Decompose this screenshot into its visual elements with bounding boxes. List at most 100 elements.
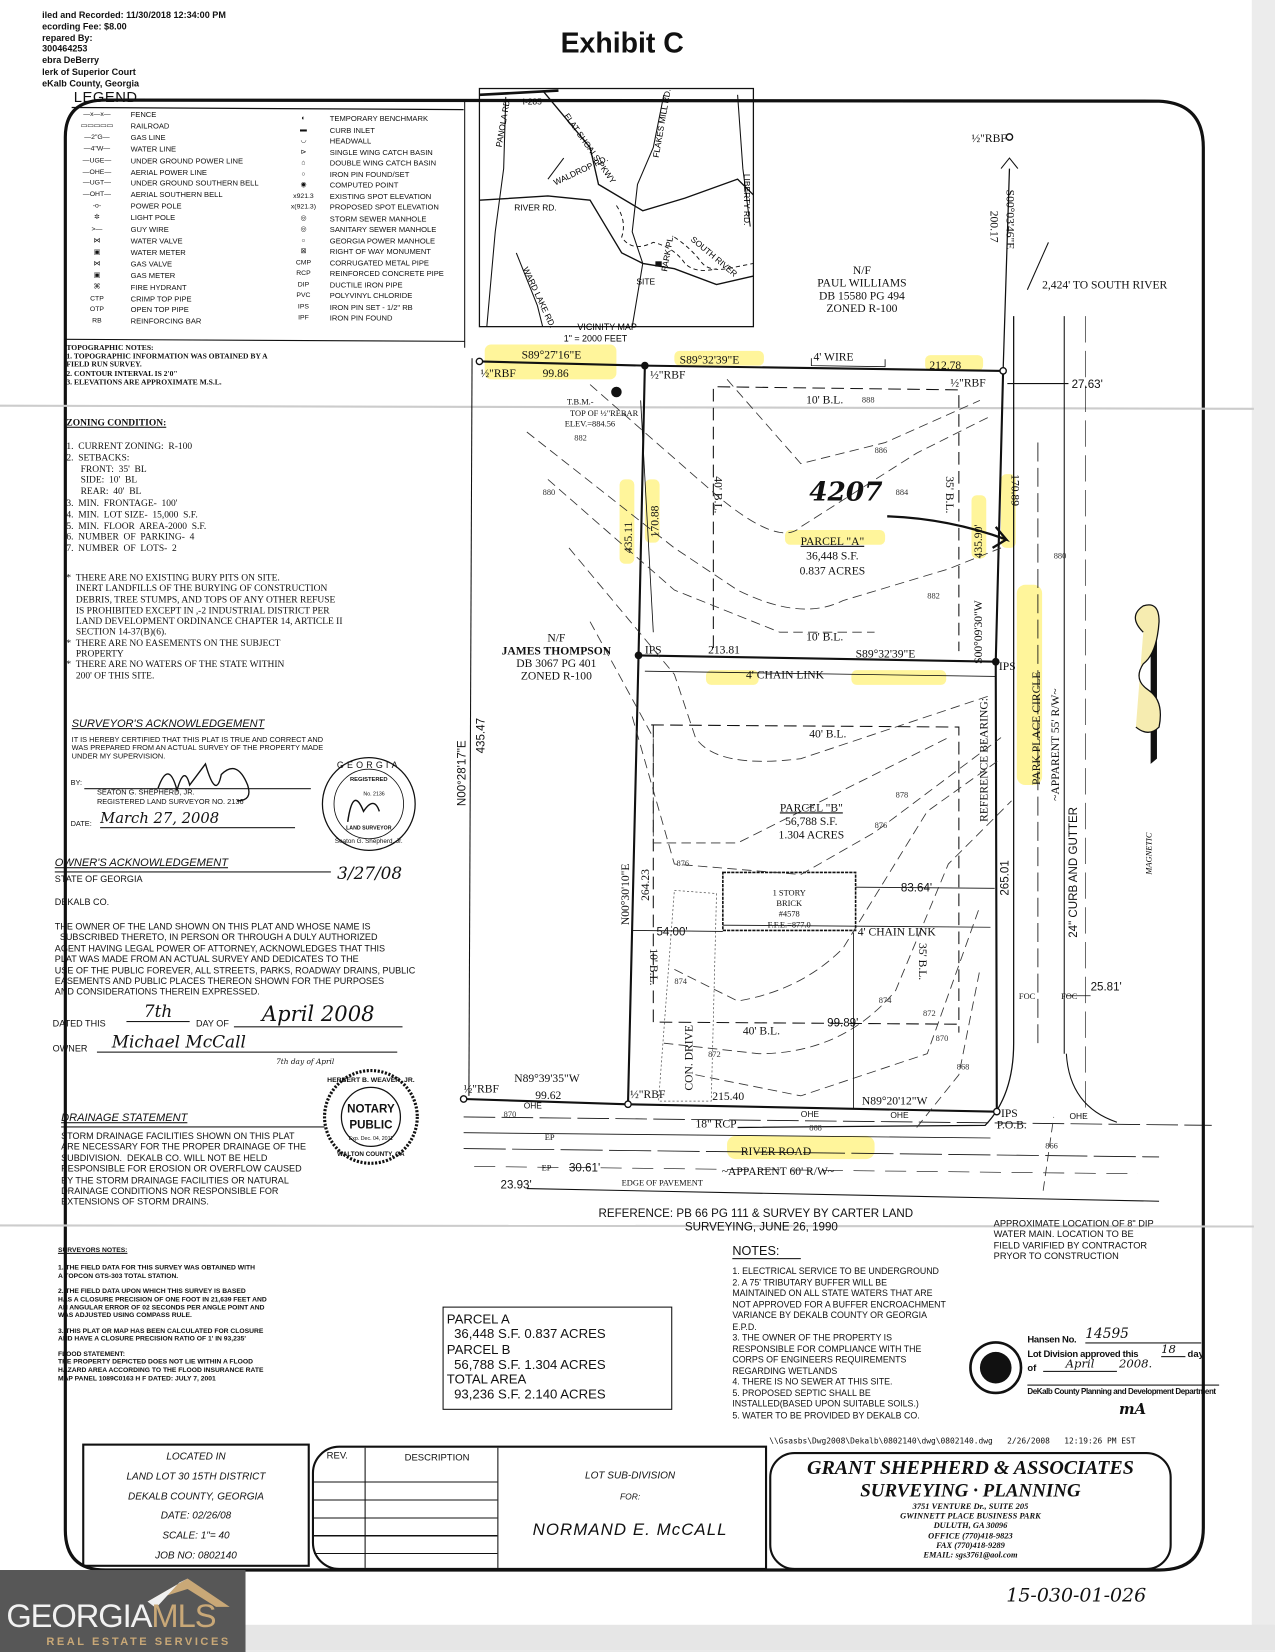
text-line: GWINNETT PLACE BUSINESS PARK	[900, 1511, 1041, 1521]
text-line: 2. THE FIELD DATA UPON WHICH THIS SURVEY…	[57, 1287, 246, 1295]
plat-label: 882	[927, 591, 940, 601]
legend-symbol-icon: ▬	[300, 125, 307, 134]
plat-label: 23.93'	[501, 1180, 532, 1192]
surveyors-notes: 1. THE FIELD DATA FOR THIS SURVEY WAS OB…	[58, 1264, 267, 1383]
text-line: DEKALB COUNTY, GEORGIA	[128, 1490, 264, 1503]
plat-label: S89°32'39"E	[680, 354, 740, 367]
approval-year: 2008.	[1119, 1357, 1153, 1371]
text-line: E.P.D.	[732, 1320, 757, 1332]
plat-label: TOP OF ½"REBAR	[570, 408, 639, 418]
text-line: CORPS OF ENGINEERS REQUIREMENTS	[732, 1354, 907, 1365]
plat-label: 40' B.L.	[809, 728, 846, 741]
owner-signature: Michael McCall	[96, 1032, 398, 1053]
legend-item-label: EXISTING SPOT ELEVATION	[329, 191, 432, 201]
legend-symbol-icon: ◐	[301, 114, 306, 123]
text-line: TOTAL AREA	[446, 1372, 527, 1387]
text-line: 7. NUMBER OF LOTS- 2	[66, 542, 177, 554]
legend-item-label: IRON PIN FOUND/SET	[329, 169, 410, 179]
river-road	[463, 1116, 1212, 1202]
svg-text:HERBERT B. WEAVER, JR.: HERBERT B. WEAVER, JR.	[327, 1077, 415, 1084]
legend-item-label: IRON PIN SET - 1/2" RB	[329, 301, 413, 312]
sheet-border	[63, 98, 1205, 1572]
plat-label: 872	[923, 1008, 936, 1018]
legend-item-label: SINGLE WING CATCH BASIN	[329, 146, 433, 157]
plat-labels: ½"RBF S00°03'46"E 200.17 2,424' TO SOUTH…	[457, 132, 1168, 1233]
legend-item-label: STORM SEWER MANHOLE	[329, 213, 427, 223]
text-line: SECTION 14-37(B)(6).	[66, 626, 167, 637]
plat-label: 36,448 S.F.	[806, 550, 859, 563]
plat-label: 880	[543, 487, 556, 497]
vicinity-road-label: I-285	[523, 96, 542, 106]
text-line: FLOOD STATEMENT:	[57, 1350, 126, 1358]
plat-label: 1.304 ACRES	[779, 829, 845, 842]
plat-label: PARCEL "B"	[780, 801, 843, 814]
text-line: 200' OF THIS SITE.	[66, 669, 155, 681]
plat-label: T.B.M.-	[567, 397, 594, 407]
legend-item-label: TEMPORARY BENCHMARK	[329, 113, 429, 124]
logo-georgia: GEORGIA	[6, 1597, 152, 1635]
plat-label: P.O.B.	[997, 1119, 1027, 1132]
vicinity-road-label: WARD LAKE RD.	[521, 265, 558, 329]
topographic-notes: TOPOGRAPHIC NOTES:1. TOPOGRAPHIC INFORMA…	[66, 344, 267, 387]
text-line: 3. MIN. FRONTAGE- 100'	[66, 497, 178, 508]
page-title: Exhibit C	[560, 27, 684, 60]
legend-symbol-icon: ○	[301, 170, 306, 178]
text-line: 2. CONTOUR INTERVAL IS 2'0"	[66, 369, 178, 378]
owner-ack-title: OWNER'S ACKNOWLEDGEMENT	[54, 856, 229, 870]
text-line: THE OWNER OF THE LAND SHOWN ON THIS PLAT…	[54, 920, 371, 932]
plat-label: 35' B.L.	[943, 476, 956, 513]
text-line: FAX (770)418-9289	[936, 1540, 1005, 1550]
plat-label: 10' B.L.	[806, 394, 843, 407]
legend-item-label: DOUBLE WING CATCH BASIN	[329, 158, 437, 168]
surveyor-signature	[157, 762, 250, 802]
plat-label: ~APPARENT 55' R/W~	[1049, 688, 1062, 800]
vicinity-road-label: RIVER RD.	[514, 203, 557, 213]
handwritten-address: 4207	[809, 477, 882, 508]
text-line	[58, 1344, 267, 1351]
plat-label: ZONED R-100	[521, 670, 592, 683]
plat-label: 264.23	[639, 869, 652, 901]
text-line: PLAT WAS MADE FROM AN ACTUAL SURVEY AND …	[54, 953, 359, 965]
surveyor-seal: GEORGIA REGISTERED No. 2136 LAND SURVEYO…	[321, 756, 416, 883]
legend-symbol-icon: ▭▭▭▭▭	[80, 122, 114, 130]
surveyor-ack-title: SURVEYOR'S ACKNOWLEDGEMENT	[71, 717, 265, 731]
plat-label: 435.11	[622, 522, 635, 554]
legend-symbol-icon: x(921.3)	[290, 203, 317, 211]
text-line: HAS A CLOSURE PRECISION OF ONE FOOT IN 2…	[57, 1295, 267, 1304]
text-line: SUBDIVISION. DEKALB CO. WILL NOT BE HELD	[61, 1152, 268, 1164]
plat-label: OHE	[801, 1109, 820, 1119]
date-label: DATE:	[70, 820, 92, 829]
text-line: AGENT HAVING LEGAL POWER OF ATTORNEY, AC…	[54, 942, 386, 954]
approval-initials: mA	[1119, 1401, 1147, 1419]
plat-label: JAMES THOMPSON	[502, 644, 612, 657]
text-line: 4. THERE IS NO SEWER AT THIS SITE.	[732, 1376, 893, 1387]
text-line: 1. ELECTRICAL SERVICE TO BE UNDERGROUND	[732, 1265, 939, 1277]
legend-symbol-icon: —UGE—	[82, 156, 112, 164]
svg-text:WALTON COUNTY, GA: WALTON COUNTY, GA	[337, 1151, 405, 1158]
legend-item-label: AERIAL POWER LINE	[130, 167, 207, 177]
text-line: LAND DEVELOPMENT ORDINANCE CHAPTER 14, A…	[66, 615, 343, 627]
park-place-circle-road	[737, 316, 1118, 1129]
day-of-label: DAY OF	[195, 1017, 229, 1029]
text-line: SUBSCRIBED THERETO, IN PERSON OR THROUGH…	[54, 931, 378, 943]
hansen-label: Hansen No.	[1027, 1333, 1077, 1345]
text-line: MAINTAINED ON ALL STATE WATERS THAT ARE	[732, 1287, 933, 1299]
text-line: A TOPCON GTS-303 TOTAL STATION.	[57, 1272, 179, 1281]
text-line: UNDER MY SUPERVISION.	[71, 753, 166, 761]
text-line: OFFICE (770)418-9823	[928, 1530, 1013, 1541]
plat-label: OHE	[890, 1110, 909, 1120]
text-line: RESPONSIBLE FOR COMPLIANCE WITH THE	[732, 1342, 922, 1354]
surveyor-date-handwritten: March 27, 2008	[100, 810, 296, 829]
legend-symbol-icon: —UGT—	[82, 179, 112, 187]
logo-mls: MLS	[151, 1597, 216, 1635]
legend-left-symbols: —x—x—▭▭▭▭▭—2"G——4"W——UGE——OHE——UGT——OHT—…	[72, 110, 123, 328]
text-line: RESPONSIBLE FOR EROSION OR OVERFLOW CAUS…	[61, 1163, 302, 1175]
roof-icon	[147, 1578, 230, 1608]
text-line: ebra DeBerry	[42, 54, 100, 66]
text-line: LAND LOT 30 15TH DISTRICT	[126, 1470, 266, 1483]
surveyor-name: SEATON G. SHEPHERD, JR.	[96, 789, 195, 797]
text-line: PARCEL B	[446, 1341, 511, 1357]
plat-label: 4' CHAIN LINK	[746, 669, 825, 682]
